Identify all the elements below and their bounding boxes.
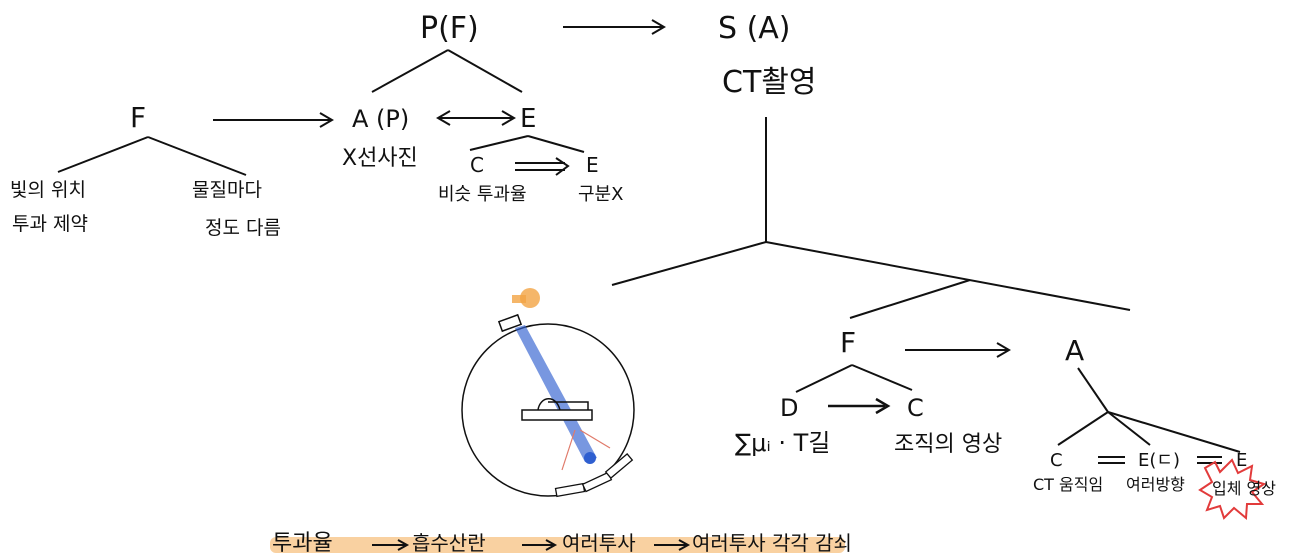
node-f-top: F (130, 101, 146, 134)
node-c-mid: C (907, 394, 924, 422)
scanner-ring (461, 323, 635, 497)
node-a-p: A (P) (352, 105, 409, 133)
branch-amid-mid (1107, 411, 1151, 446)
bottom-item-1: 투과율 (272, 531, 333, 556)
branch-fmid-right (851, 364, 913, 391)
patient-outline (548, 401, 589, 410)
branch-amid-down (1077, 367, 1109, 413)
scatter-arrow-1 (561, 429, 576, 471)
bottom-arrowhead-1 (397, 539, 410, 551)
patient-body (537, 398, 561, 411)
branch-pf-right (447, 49, 523, 93)
branch-e-right (527, 135, 585, 153)
node-e-top: E (520, 104, 536, 134)
detector-1 (554, 482, 586, 498)
implies-head (555, 157, 570, 176)
subbranch-f (849, 279, 971, 319)
bottom-item-2: 흡수산란 (412, 531, 486, 555)
bottom-arrowhead-3 (678, 539, 691, 551)
x-ray-source-base (512, 295, 526, 303)
trunk-right (765, 241, 1131, 311)
tissue-image: 조직의 영상 (894, 432, 1002, 457)
branch-pf-left (371, 49, 449, 93)
d-formula: ∑μᵢ · T길 (735, 429, 830, 457)
arrowhead-pf-sa (651, 19, 666, 35)
light-position: 빛의 위치 (10, 179, 86, 201)
bottom-highlight (270, 537, 845, 553)
node-d: D (780, 394, 798, 422)
node-e-sub: E (586, 153, 599, 177)
node-c-bottom: C (1050, 450, 1063, 471)
node-f-mid: F (840, 326, 856, 359)
trunk-left (611, 241, 767, 286)
bottom-item-4: 여러투사 각각 감쇠 (692, 531, 852, 555)
xray-photo: X선사진 (342, 146, 418, 171)
burst-text: 입체 영상 (1212, 479, 1276, 498)
branch-e-left (469, 135, 529, 151)
ct-scanner-illustration (461, 288, 635, 498)
node-e-bottom: E (1236, 450, 1247, 471)
scatter-arrow-2 (579, 429, 611, 449)
arrowhead-fmid-amid (996, 342, 1011, 358)
branch-amid-right (1107, 411, 1241, 453)
bottom-arrowhead-2 (545, 539, 558, 551)
detector-2 (581, 471, 613, 493)
node-e-paren: E(ㄷ) (1138, 450, 1180, 471)
source-box (497, 313, 523, 333)
node-p-f: P(F) (420, 11, 479, 46)
node-c-top: C (470, 153, 484, 177)
arrowhead-left (436, 110, 451, 126)
branch-fmid-left (795, 364, 853, 393)
arrowhead-d-c (875, 397, 891, 415)
similar-transmittance: 비슷 투과율 (438, 184, 527, 205)
beam-end (584, 452, 596, 464)
ct-label: CT촬영 (722, 65, 816, 100)
patient-table (521, 409, 593, 421)
x-ray-beam (515, 325, 597, 462)
bottom-item-3: 여러투사 (562, 531, 636, 555)
node-s-a: S (A) (718, 11, 791, 46)
degree-differs: 정도 다름 (205, 217, 281, 239)
transmit-limit: 투과 제약 (12, 213, 88, 235)
arrowhead-f-ap (319, 112, 334, 128)
ct-movement: CT 움직임 (1033, 475, 1103, 494)
detector-3 (604, 453, 634, 479)
multi-angle: 여러방향 (1126, 475, 1185, 494)
per-material: 물질마다 (192, 179, 262, 201)
node-a-mid: A (1065, 334, 1084, 367)
branch-f-left (57, 136, 149, 173)
branch-amid-left (1057, 411, 1109, 446)
arrowhead-right (501, 110, 516, 126)
distinguish-x: 구분X (578, 184, 623, 205)
burst-shape (1198, 458, 1267, 521)
branch-f-right (147, 136, 247, 176)
